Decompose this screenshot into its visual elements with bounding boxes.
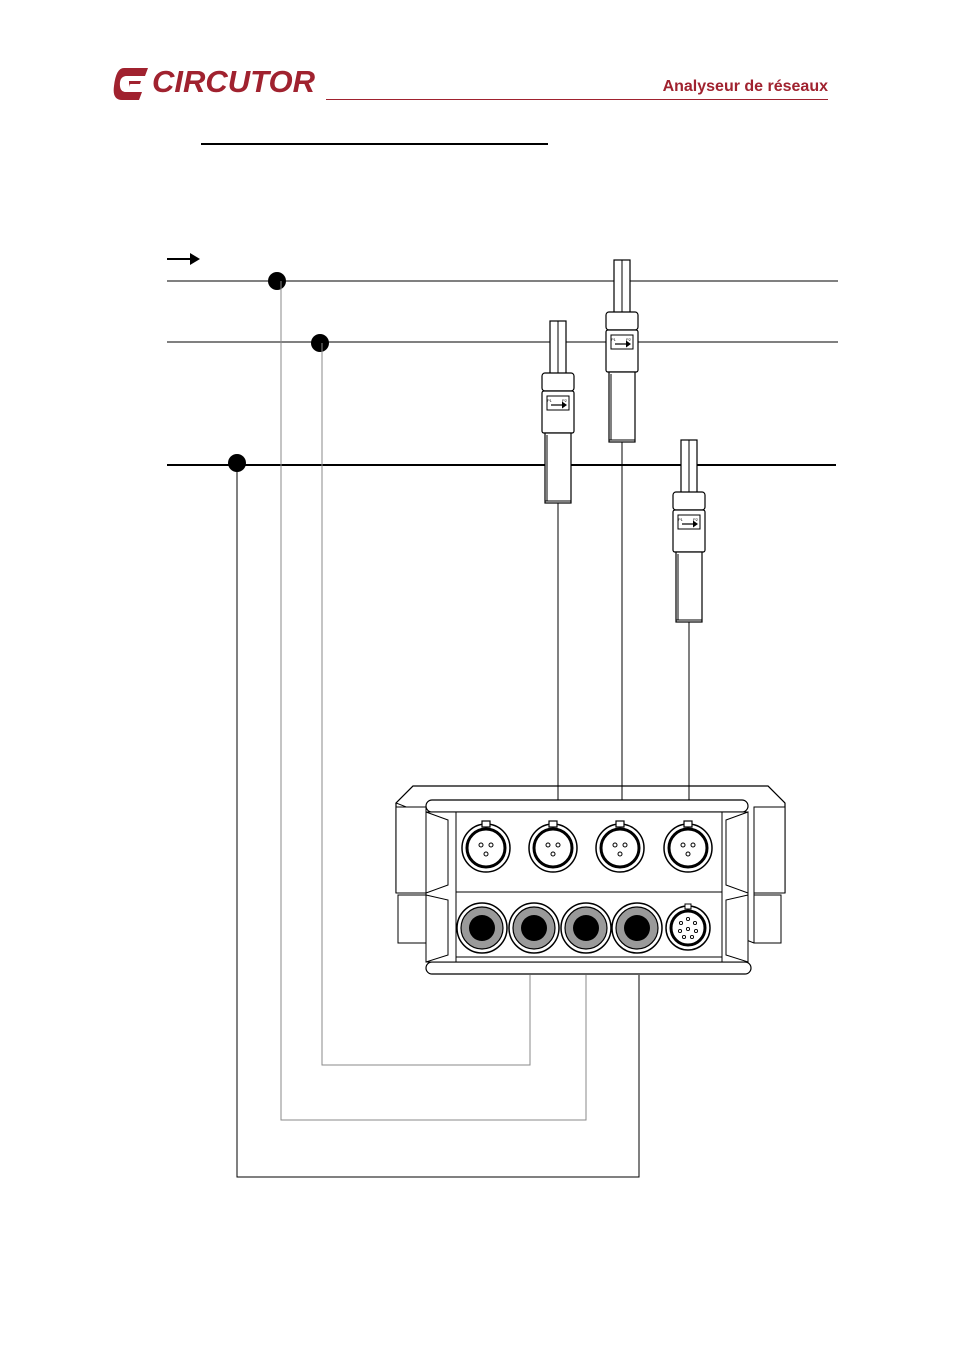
voltage-input-socket-3 <box>560 902 612 954</box>
multipin-connector <box>665 903 711 951</box>
section-title-underline <box>201 143 548 145</box>
page-header-title: Analyseur de réseaux <box>662 78 828 95</box>
voltage-input-socket-2 <box>508 902 560 954</box>
clamp-3-p1-label: P1 <box>678 517 684 522</box>
voltage-wire-1 <box>280 281 587 1121</box>
voltage-wire-2 <box>321 343 531 1066</box>
junction-dot-1 <box>268 272 286 290</box>
clamp-1-p1-label: P1 <box>547 398 553 403</box>
logo-emblem-icon <box>113 68 148 100</box>
flow-direction-arrow-icon <box>167 253 200 265</box>
voltage-input-socket-4 <box>611 902 663 954</box>
clamp-1-p2-label: P2 <box>562 398 568 403</box>
circutor-logo: CIRCUTOR <box>112 64 316 102</box>
clamp-2-p1-label: P1 <box>611 337 617 342</box>
clamp-2-p2-label: P2 <box>626 337 632 342</box>
brand-name: CIRCUTOR <box>152 64 316 99</box>
header-divider <box>326 99 828 100</box>
clamp-3-p2-label: P2 <box>693 517 699 522</box>
voltage-input-socket-1 <box>456 902 508 954</box>
current-clamp-2 <box>605 259 639 443</box>
current-clamp-1 <box>541 320 575 504</box>
voltage-wire-3 <box>236 463 640 1178</box>
junction-dot-2 <box>311 334 329 352</box>
current-clamp-3 <box>672 439 706 623</box>
